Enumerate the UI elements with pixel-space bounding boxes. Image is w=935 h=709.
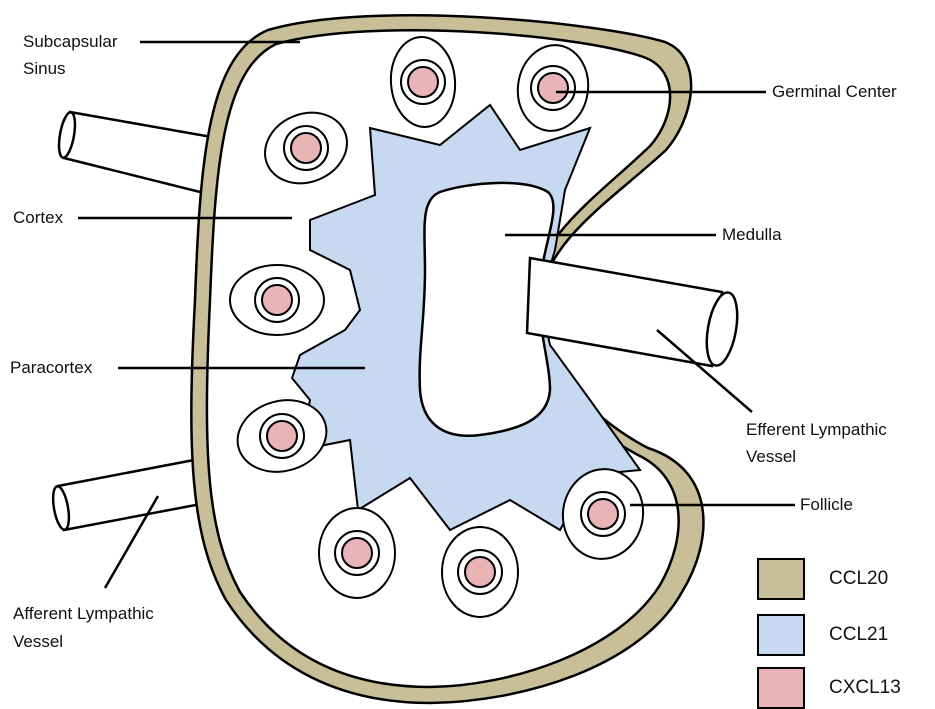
label-afferent-1: Afferent Lympathic [13,602,154,626]
efferent-vessel [527,258,742,368]
legend-swatch-cxcl13 [757,667,805,709]
legend-swatch-ccl20 [757,558,805,600]
follicle [442,527,518,617]
label-cortex: Cortex [13,206,63,230]
label-subcapsular-sinus-1: Subcapsular [23,30,118,54]
germinal-center [267,421,297,451]
legend-label-ccl20: CCL20 [829,568,888,590]
legend-item-ccl21: CCL21 [757,614,888,656]
follicle [319,508,395,598]
label-efferent-1: Efferent Lympathic [746,418,887,442]
germinal-center [588,499,618,529]
legend-item-ccl20: CCL20 [757,558,888,600]
germinal-center [538,73,568,103]
germinal-center [408,67,438,97]
label-paracortex: Paracortex [10,356,92,380]
label-germinal-center: Germinal Center [772,80,897,104]
germinal-center [342,538,372,568]
germinal-center [262,285,292,315]
label-medulla: Medulla [722,223,782,247]
germinal-center [465,557,495,587]
label-subcapsular-sinus-2: Sinus [23,57,66,81]
label-efferent-2: Vessel [746,445,796,469]
follicle [230,265,324,335]
legend-item-cxcl13: CXCL13 [757,667,901,709]
legend-label-ccl21: CCL21 [829,624,888,646]
label-afferent-2: Vessel [13,630,63,654]
legend-swatch-ccl21 [757,614,805,656]
label-follicle: Follicle [800,493,853,517]
legend-label-cxcl13: CXCL13 [829,677,901,699]
germinal-center [291,133,321,163]
